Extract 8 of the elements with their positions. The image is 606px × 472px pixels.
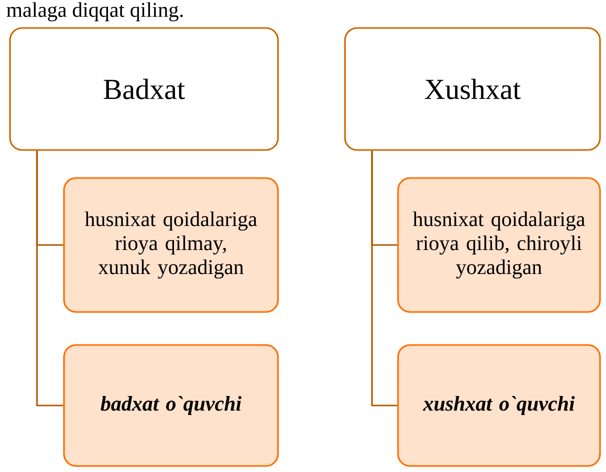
heading-box: Xushxat (344, 27, 601, 151)
heading-box: Badxat (9, 27, 279, 151)
description-box: husnixat qoidalariga rioya qilmay, xunuk yozadigan (63, 177, 279, 313)
result-box: badxat o`quvchi (63, 344, 279, 467)
connector-line (371, 150, 398, 406)
result-box: xushxat o`quvchi (397, 344, 601, 467)
description-box: husnixat qoidalariga rioya qilib, chiroyli yozadigan (397, 177, 601, 313)
connector-line (36, 150, 64, 406)
